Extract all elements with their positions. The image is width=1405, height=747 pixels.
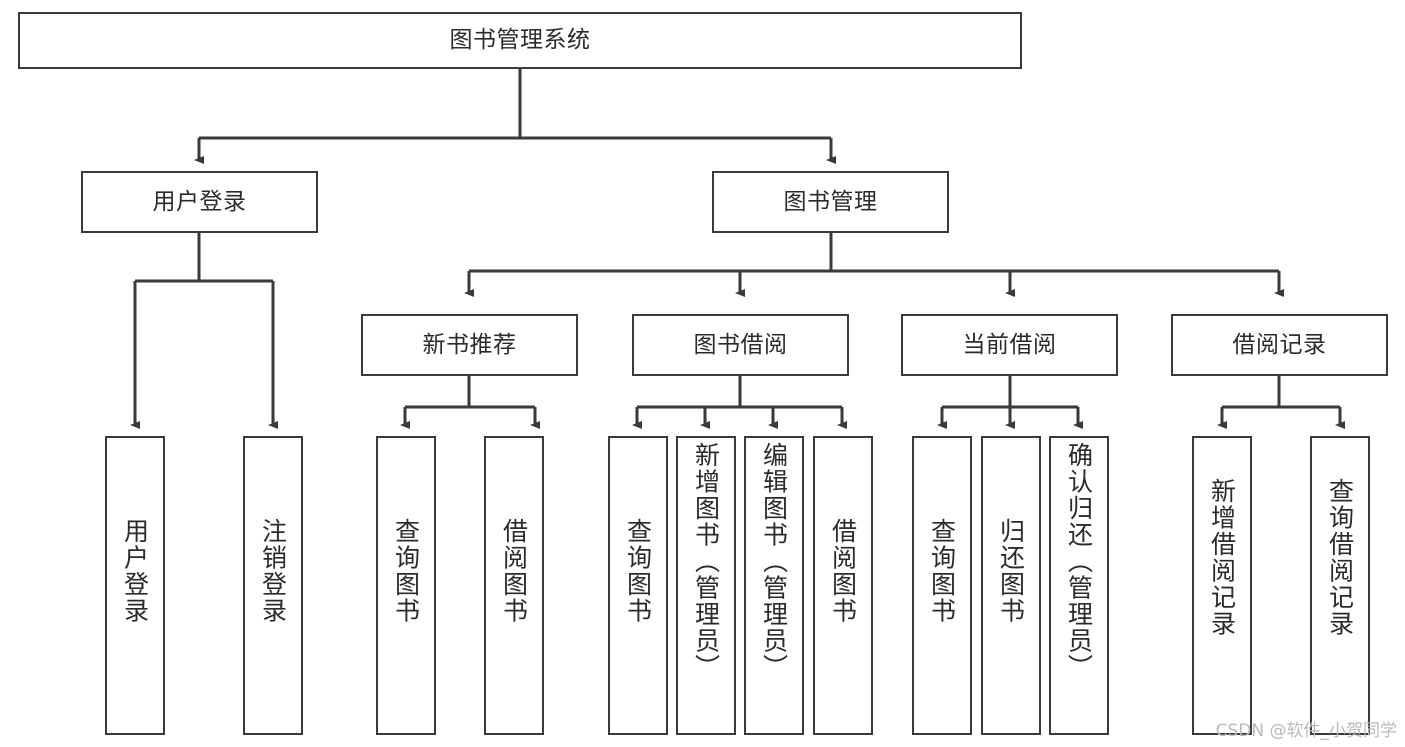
node-label: 图书借阅 xyxy=(693,331,788,358)
node-label: 查询图书 xyxy=(391,518,421,624)
node-label: 确认归还（管理员） xyxy=(1064,442,1094,681)
node-label: 注销登录 xyxy=(258,518,288,624)
node-label: 新增借阅记录 xyxy=(1207,478,1237,637)
node-label: 查询图书 xyxy=(623,518,653,624)
node-label: 新增图书（管理员） xyxy=(691,442,721,681)
leaf-user-login[interactable]: 用户登录 xyxy=(105,436,165,735)
node-user-login[interactable]: 用户登录 xyxy=(81,171,318,233)
leaf-add-book-admin[interactable]: 新增图书（管理员） xyxy=(676,436,736,735)
node-label: 新书推荐 xyxy=(422,331,517,358)
node-label: 查询借阅记录 xyxy=(1325,478,1355,637)
node-label: 查询图书 xyxy=(927,518,957,624)
node-label: 归还图书 xyxy=(996,518,1026,624)
leaf-return-book[interactable]: 归还图书 xyxy=(981,436,1041,735)
node-label: 图书管理系统 xyxy=(449,27,591,54)
node-label: 用户登录 xyxy=(120,518,150,624)
leaf-query-book-recommendation[interactable]: 查询图书 xyxy=(376,436,436,735)
leaf-query-book-borrow[interactable]: 查询图书 xyxy=(608,436,668,735)
leaf-confirm-return-admin[interactable]: 确认归还（管理员） xyxy=(1049,436,1109,735)
node-new-book-recommendation[interactable]: 新书推荐 xyxy=(361,314,578,376)
node-current-borrow[interactable]: 当前借阅 xyxy=(901,314,1118,376)
node-system-root[interactable]: 图书管理系统 xyxy=(18,12,1022,69)
node-label: 借阅图书 xyxy=(499,518,529,624)
node-label: 用户登录 xyxy=(152,188,247,215)
leaf-borrow-book-recommendation[interactable]: 借阅图书 xyxy=(484,436,544,735)
leaf-logout[interactable]: 注销登录 xyxy=(243,436,303,735)
node-borrow-record[interactable]: 借阅记录 xyxy=(1171,314,1388,376)
leaf-edit-book-admin[interactable]: 编辑图书（管理员） xyxy=(744,436,804,735)
node-label: 借阅图书 xyxy=(828,518,858,624)
leaf-borrow-book-borrow[interactable]: 借阅图书 xyxy=(813,436,873,735)
node-label: 当前借阅 xyxy=(962,331,1057,358)
leaf-query-book-current[interactable]: 查询图书 xyxy=(912,436,972,735)
node-label: 借阅记录 xyxy=(1232,331,1327,358)
node-book-borrow[interactable]: 图书借阅 xyxy=(632,314,849,376)
node-book-management[interactable]: 图书管理 xyxy=(712,171,949,233)
node-label: 图书管理 xyxy=(783,188,878,215)
leaf-add-borrow-record[interactable]: 新增借阅记录 xyxy=(1192,436,1252,735)
leaf-query-borrow-record[interactable]: 查询借阅记录 xyxy=(1310,436,1370,735)
node-label: 编辑图书（管理员） xyxy=(759,442,789,681)
